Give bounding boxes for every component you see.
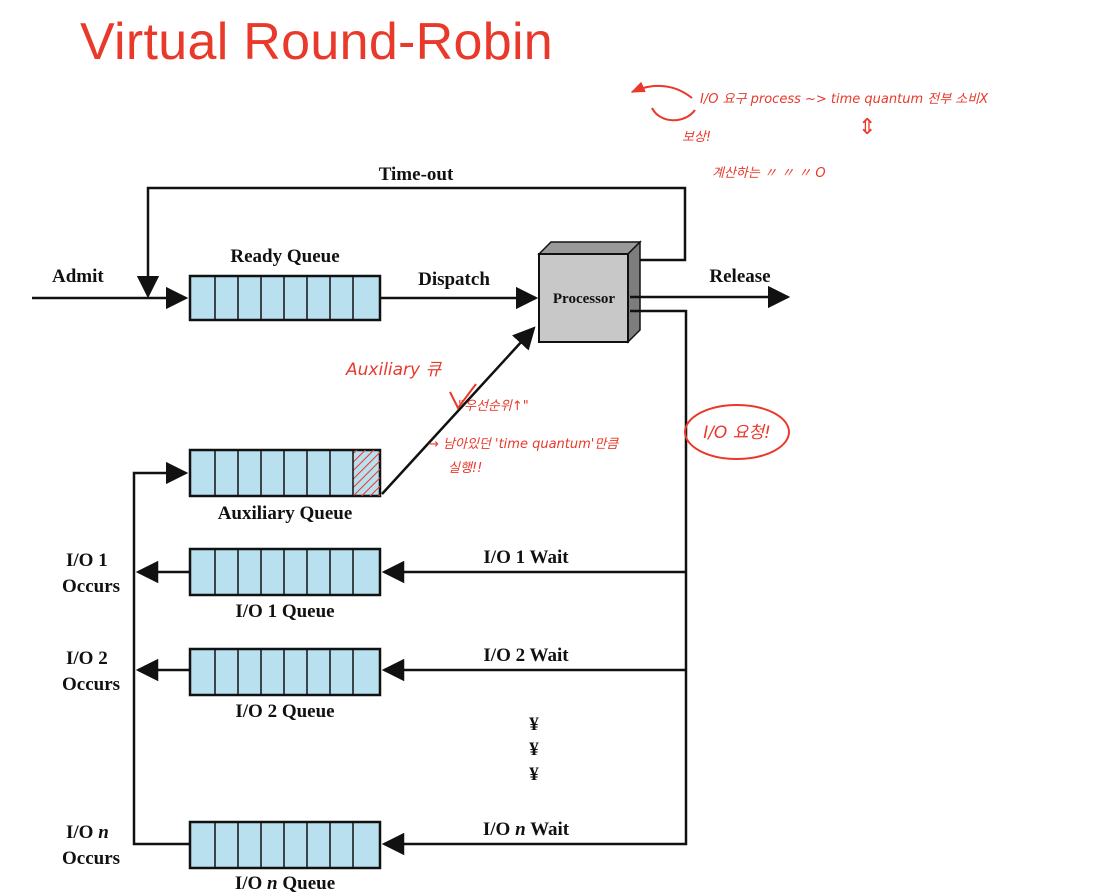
calc-annotation: 계산하는 〃 〃 〃 O bbox=[712, 166, 826, 181]
ready-queue bbox=[188, 274, 382, 322]
auxiliary-to-processor-arrow bbox=[381, 326, 536, 495]
reward-curve-arrow bbox=[630, 81, 693, 99]
io1-occurs-line1: I/O 1 bbox=[66, 550, 108, 571]
dispatch-label: Dispatch bbox=[418, 269, 490, 290]
io-request-circle bbox=[684, 404, 790, 460]
io2-occurs-line2: Occurs bbox=[62, 674, 120, 695]
io1-occurs-line2: Occurs bbox=[62, 576, 120, 597]
io-occurs-return-line bbox=[132, 461, 189, 838]
slide-title: Virtual Round-Robin bbox=[80, 13, 554, 71]
ellipsis-mark-3: ¥ bbox=[529, 764, 539, 785]
remaining-annotation-line1: → 남아있던 'time quantum'만큼 bbox=[428, 437, 619, 452]
io-request-annotation: I/O 요청! bbox=[703, 423, 771, 443]
processor: Processor bbox=[537, 240, 642, 344]
release-label: Release bbox=[709, 266, 770, 287]
ion-wait-label: I/O n Wait bbox=[483, 819, 570, 840]
ion-wait-arrow bbox=[381, 832, 688, 856]
ion-occurs-line bbox=[132, 838, 190, 846]
processor-label: Processor bbox=[553, 291, 616, 307]
timeout-label: Time-out bbox=[379, 164, 454, 185]
io2-queue bbox=[188, 647, 382, 697]
check-mark bbox=[449, 383, 477, 410]
ion-queue-label: I/O n Queue bbox=[235, 873, 335, 894]
auxiliary-annotation: Auxiliary 큐 bbox=[345, 360, 443, 380]
io2-queue-label: I/O 2 Queue bbox=[235, 701, 334, 722]
io1-queue-label: I/O 1 Queue bbox=[235, 601, 334, 622]
io2-wait-label: I/O 2 Wait bbox=[483, 645, 569, 666]
equivalence-arrow-icon: ⇕ bbox=[858, 114, 876, 139]
io1-wait-label: I/O 1 Wait bbox=[483, 547, 569, 568]
io2-occurs-line1: I/O 2 bbox=[66, 648, 108, 669]
io-wait-trunk bbox=[630, 309, 688, 838]
top-annotation: I/O 요구 process ~> time quantum 전부 소비X bbox=[700, 92, 989, 107]
ready-queue-label: Ready Queue bbox=[230, 246, 339, 267]
remaining-annotation-line2: 실행!! bbox=[448, 461, 482, 476]
admit-label: Admit bbox=[52, 266, 104, 287]
priority-annotation: "우선순위↑" bbox=[458, 399, 529, 414]
ion-queue bbox=[188, 820, 382, 870]
reward-brace bbox=[651, 107, 696, 122]
ion-occurs-line1: I/O n bbox=[66, 822, 109, 843]
timeout-loop-line bbox=[136, 186, 687, 299]
ellipsis-mark-1: ¥ bbox=[529, 714, 539, 735]
auxiliary-queue bbox=[188, 448, 382, 498]
auxiliary-queue-label: Auxiliary Queue bbox=[218, 503, 353, 524]
ion-occurs-line2: Occurs bbox=[62, 848, 120, 869]
auxiliary-hatched-slot bbox=[353, 450, 380, 496]
reward-annotation: 보상! bbox=[682, 130, 711, 145]
io1-queue bbox=[188, 547, 382, 597]
ellipsis-mark-2: ¥ bbox=[529, 739, 539, 760]
